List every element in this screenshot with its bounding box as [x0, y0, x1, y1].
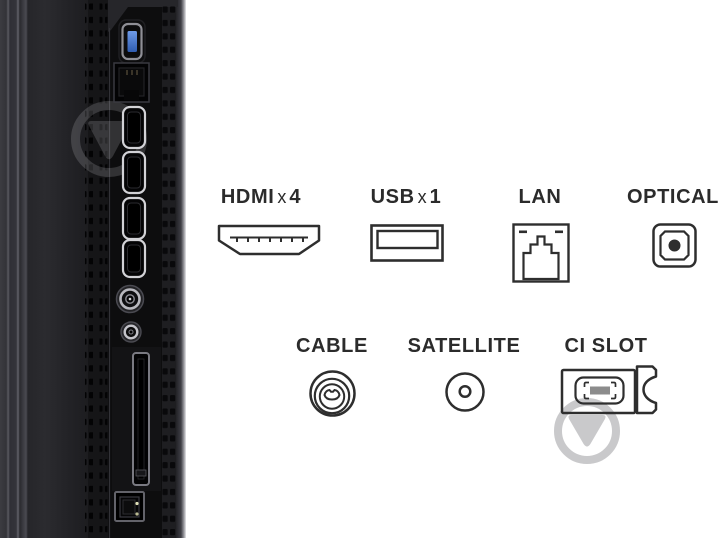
optical-port — [114, 491, 145, 522]
satellite-icon — [445, 372, 485, 412]
cable-icon — [309, 370, 356, 417]
usb-port — [118, 19, 146, 64]
tv-side-panel — [0, 0, 186, 538]
lan-label-text: LAN — [518, 186, 562, 208]
ci-slot-label-text: CI SLOT — [564, 335, 648, 357]
watermark-icon — [554, 398, 620, 464]
port-label-ci-slot: CI SLOT — [496, 335, 716, 358]
vent-holes-left-a — [85, 0, 93, 538]
ci-slot-icon — [560, 365, 658, 415]
port-label-lan: LAN — [430, 186, 650, 209]
satellite-label-text: SATELLITE — [407, 335, 521, 357]
port-label-optical: OPTICAL — [563, 186, 720, 209]
hdmi-port-3 — [121, 196, 147, 241]
usb-times-text: x — [417, 187, 427, 207]
optical-icon — [652, 223, 697, 268]
port-label-cable: CABLE — [222, 335, 442, 358]
vent-holes-right — [162, 0, 177, 538]
vent-holes-left-b — [99, 0, 108, 538]
antenna-port-satellite — [120, 321, 142, 343]
ci-slot-port — [112, 347, 161, 491]
hdmi-port-4 — [121, 238, 147, 279]
usb-label-text: USB — [370, 186, 415, 208]
panel-top-chamfer — [108, 0, 178, 32]
hdmi-icon — [217, 224, 321, 256]
tv-edge-surface — [0, 0, 90, 538]
antenna-port-cable — [115, 284, 145, 314]
cable-label-text: CABLE — [296, 335, 368, 357]
hdmi-label-text: HDMI — [220, 186, 275, 208]
lan-port — [113, 62, 150, 103]
hdmi-count-text: 4 — [289, 186, 302, 208]
port-label-satellite: SATELLITE — [354, 335, 574, 358]
hdmi-times-text: x — [277, 187, 287, 207]
tv-back-edge — [176, 0, 186, 538]
usb-icon — [370, 224, 444, 262]
usb-count-text: 1 — [429, 186, 442, 208]
hdmi-port-2 — [121, 150, 147, 195]
lan-icon — [512, 223, 570, 283]
optical-label-text: OPTICAL — [627, 186, 719, 208]
hdmi-port-1 — [121, 105, 147, 150]
